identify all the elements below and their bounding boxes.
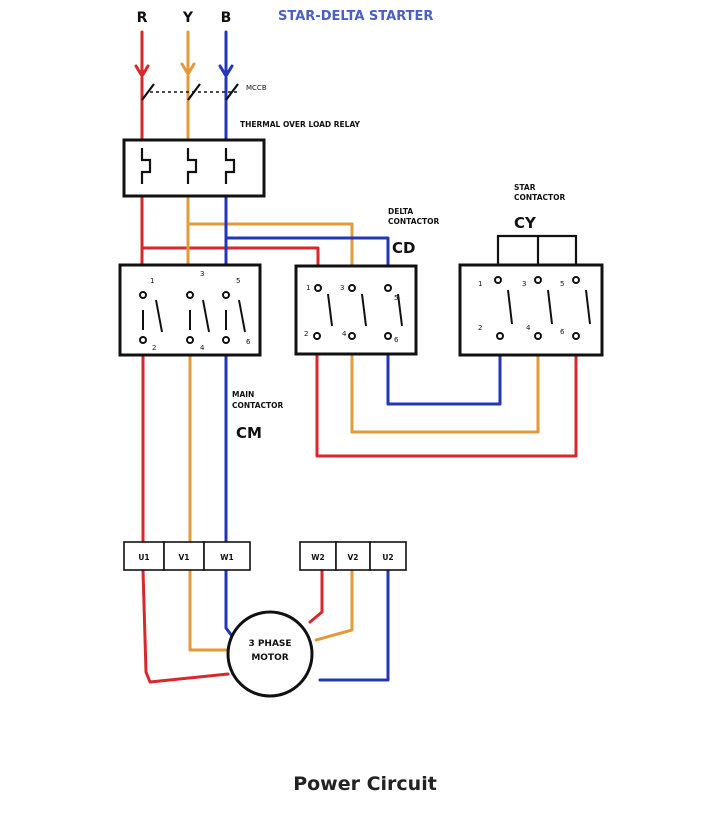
cd-contact-2: 2 [304,330,308,338]
three-phase-motor: 3 PHASE MOTOR [226,610,314,698]
cy-code: CY [514,214,537,232]
cm-contact-3: 3 [200,270,204,278]
cm-contact-5: 5 [236,277,240,285]
cm-contact-6: 6 [246,338,251,346]
cy-label-line2: CONTACTOR [514,193,565,202]
phase-label-r: R [137,10,148,26]
cm-label-line2: CONTACTOR [232,401,283,410]
terminal-v1: V1 [178,553,189,562]
star-contactor-cy: 1 3 5 2 4 6 STAR CONTACTOR CY [458,183,604,357]
caption: Power Circuit [293,773,437,795]
cy-label-line1: STAR [514,183,536,192]
cm-label-line1: MAIN [232,390,254,399]
terminal-v2: V2 [347,553,358,562]
terminal-u2: U2 [382,553,393,562]
thermal-overload-relay: THERMAL OVER LOAD RELAY [122,120,361,198]
cy-contact-6: 6 [560,328,565,336]
diagram-title: STAR-DELTA STARTER [278,9,433,24]
cy-contact-5: 5 [560,280,564,288]
terminal-w1: W1 [220,553,234,562]
phase-label-y: Y [182,10,194,26]
yellow-phase-wires [180,30,540,652]
terminal-w2: W2 [311,553,325,562]
main-contactor-cm: 1 3 5 2 4 6 MAIN CONTACTOR CM [118,263,283,442]
cd-label-line2: CONTACTOR [388,217,439,226]
cy-contact-1: 1 [478,280,482,288]
red-phase-wires [134,30,578,684]
cd-contact-5: 5 [394,294,398,302]
motor-label-line2: MOTOR [251,653,288,663]
cd-contact-4: 4 [342,330,347,338]
terminal-u1: U1 [138,553,149,562]
cy-contact-4: 4 [526,324,531,332]
mccb-breaker: MCCB [141,83,267,101]
cd-contact-1: 1 [306,284,310,292]
terminal-block-right: W2 V2 U2 [299,541,407,571]
motor-label-line1: 3 PHASE [248,639,291,649]
cm-code: CM [236,424,262,442]
mccb-label: MCCB [246,84,267,92]
cm-contact-4: 4 [200,344,205,352]
blue-phase-wires [218,30,502,682]
cd-code: CD [392,239,415,257]
phase-label-b: B [221,10,232,26]
cm-contact-2: 2 [152,344,156,352]
cy-contact-3: 3 [522,280,526,288]
cy-contact-2: 2 [478,324,482,332]
cm-contact-1: 1 [150,277,154,285]
overload-relay-label: THERMAL OVER LOAD RELAY [240,120,361,129]
cd-contact-6: 6 [394,336,399,344]
terminal-block-left: U1 V1 W1 [123,541,251,571]
cd-label-line1: DELTA [388,207,413,216]
delta-contactor-cd: 1 3 5 2 4 6 DELTA CONTACTOR CD [294,207,439,356]
cd-contact-3: 3 [340,284,344,292]
